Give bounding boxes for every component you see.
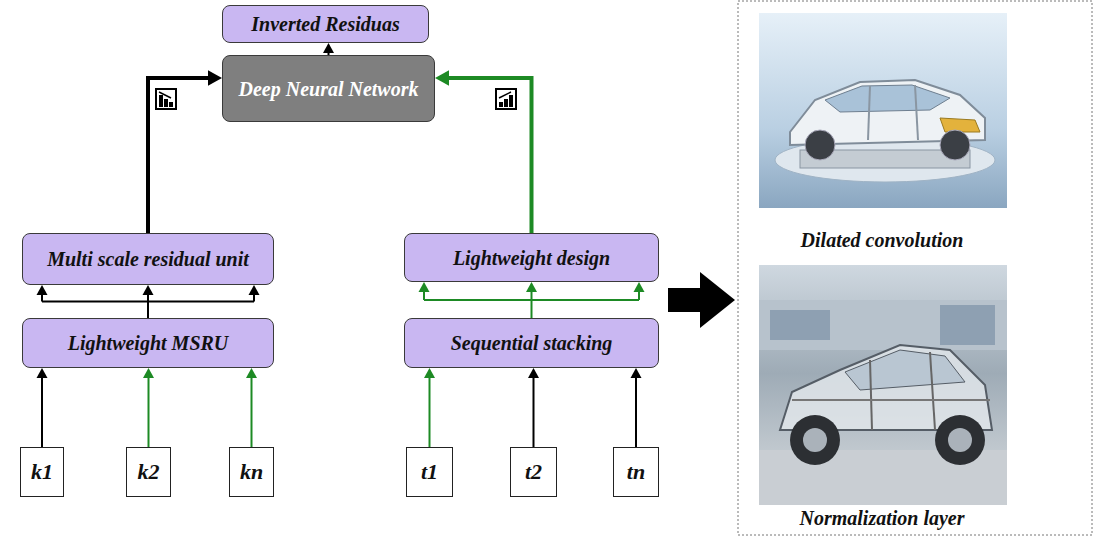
car-illustration-top [759, 13, 1007, 208]
process-box: Lightweight design [404, 233, 659, 282]
connector-line [148, 377, 150, 447]
network-box: Deep Neural Network [222, 55, 435, 122]
connector-arrow [528, 368, 539, 447]
image-caption: Normalization layer [732, 507, 1032, 530]
connector-line [531, 300, 533, 318]
arrowhead [249, 285, 260, 295]
chart-icon-up [496, 89, 516, 109]
arrowhead [323, 43, 334, 53]
connector-arrow [419, 282, 645, 318]
node-text: Multi scale residual unit [47, 247, 249, 271]
node-text: t1 [421, 459, 438, 485]
node-text: Lightweight design [453, 246, 610, 270]
arrowhead [424, 368, 435, 378]
node-text: Inverted Residuas [251, 12, 399, 36]
connector-line [147, 294, 149, 302]
node-text: k2 [138, 459, 160, 485]
connector-arrow [37, 285, 260, 318]
block-arrow [668, 272, 735, 328]
connector-line [448, 78, 532, 233]
connector-arrow [143, 368, 154, 447]
arrowhead [208, 70, 222, 85]
process-box: Multi scale residual unit [22, 233, 274, 285]
input-box: k2 [126, 447, 171, 497]
panel-border [738, 1, 1092, 535]
connector-line [429, 377, 431, 447]
connector-arrow [37, 368, 48, 447]
car-illustration-bottom [759, 265, 1007, 505]
arrowhead [246, 368, 257, 378]
image-caption: Dilated convolution [732, 229, 1032, 252]
arrowhead [143, 285, 154, 295]
connector-line [41, 294, 43, 302]
arrowhead [528, 368, 539, 378]
arrowhead [143, 368, 154, 378]
connector-line [148, 78, 209, 233]
connector-line [533, 377, 535, 447]
connector-arrow [246, 368, 257, 447]
arrowhead [37, 285, 48, 295]
arrowhead [631, 368, 642, 378]
connector-arrow [323, 43, 334, 55]
node-text: Lightweight MSRU [68, 331, 229, 355]
input-box: t1 [406, 447, 453, 497]
output-box: Inverted Residuas [222, 5, 429, 43]
node-text: k1 [31, 459, 53, 485]
arrowhead [526, 282, 537, 292]
process-box: Lightweight MSRU [22, 318, 274, 368]
node-text: tn [627, 459, 645, 485]
node-text: kn [240, 459, 263, 485]
connector-arrow [148, 70, 222, 233]
arrowhead [435, 70, 449, 85]
chart-icon-down [156, 89, 176, 109]
connector-line [253, 294, 255, 302]
connector-line [147, 302, 149, 319]
connector-line [638, 291, 640, 300]
arrowhead [634, 282, 645, 292]
node-text: t2 [525, 459, 542, 485]
input-box: tn [613, 447, 659, 497]
node-text: Deep Neural Network [239, 77, 419, 101]
connector-arrow [435, 70, 532, 233]
connector-line [41, 377, 43, 447]
connector-line [531, 291, 533, 300]
connector-arrow [631, 368, 642, 447]
connector-line [423, 291, 425, 300]
input-box: k1 [20, 447, 64, 497]
connector-arrow [424, 368, 435, 447]
input-box: t2 [510, 447, 557, 497]
input-box: kn [229, 447, 274, 497]
connector-line [635, 377, 637, 447]
arrowhead [419, 282, 430, 292]
connector-line [251, 377, 253, 447]
process-box: Sequential stacking [404, 318, 659, 368]
arrowhead [37, 368, 48, 378]
node-text: Sequential stacking [451, 331, 613, 355]
